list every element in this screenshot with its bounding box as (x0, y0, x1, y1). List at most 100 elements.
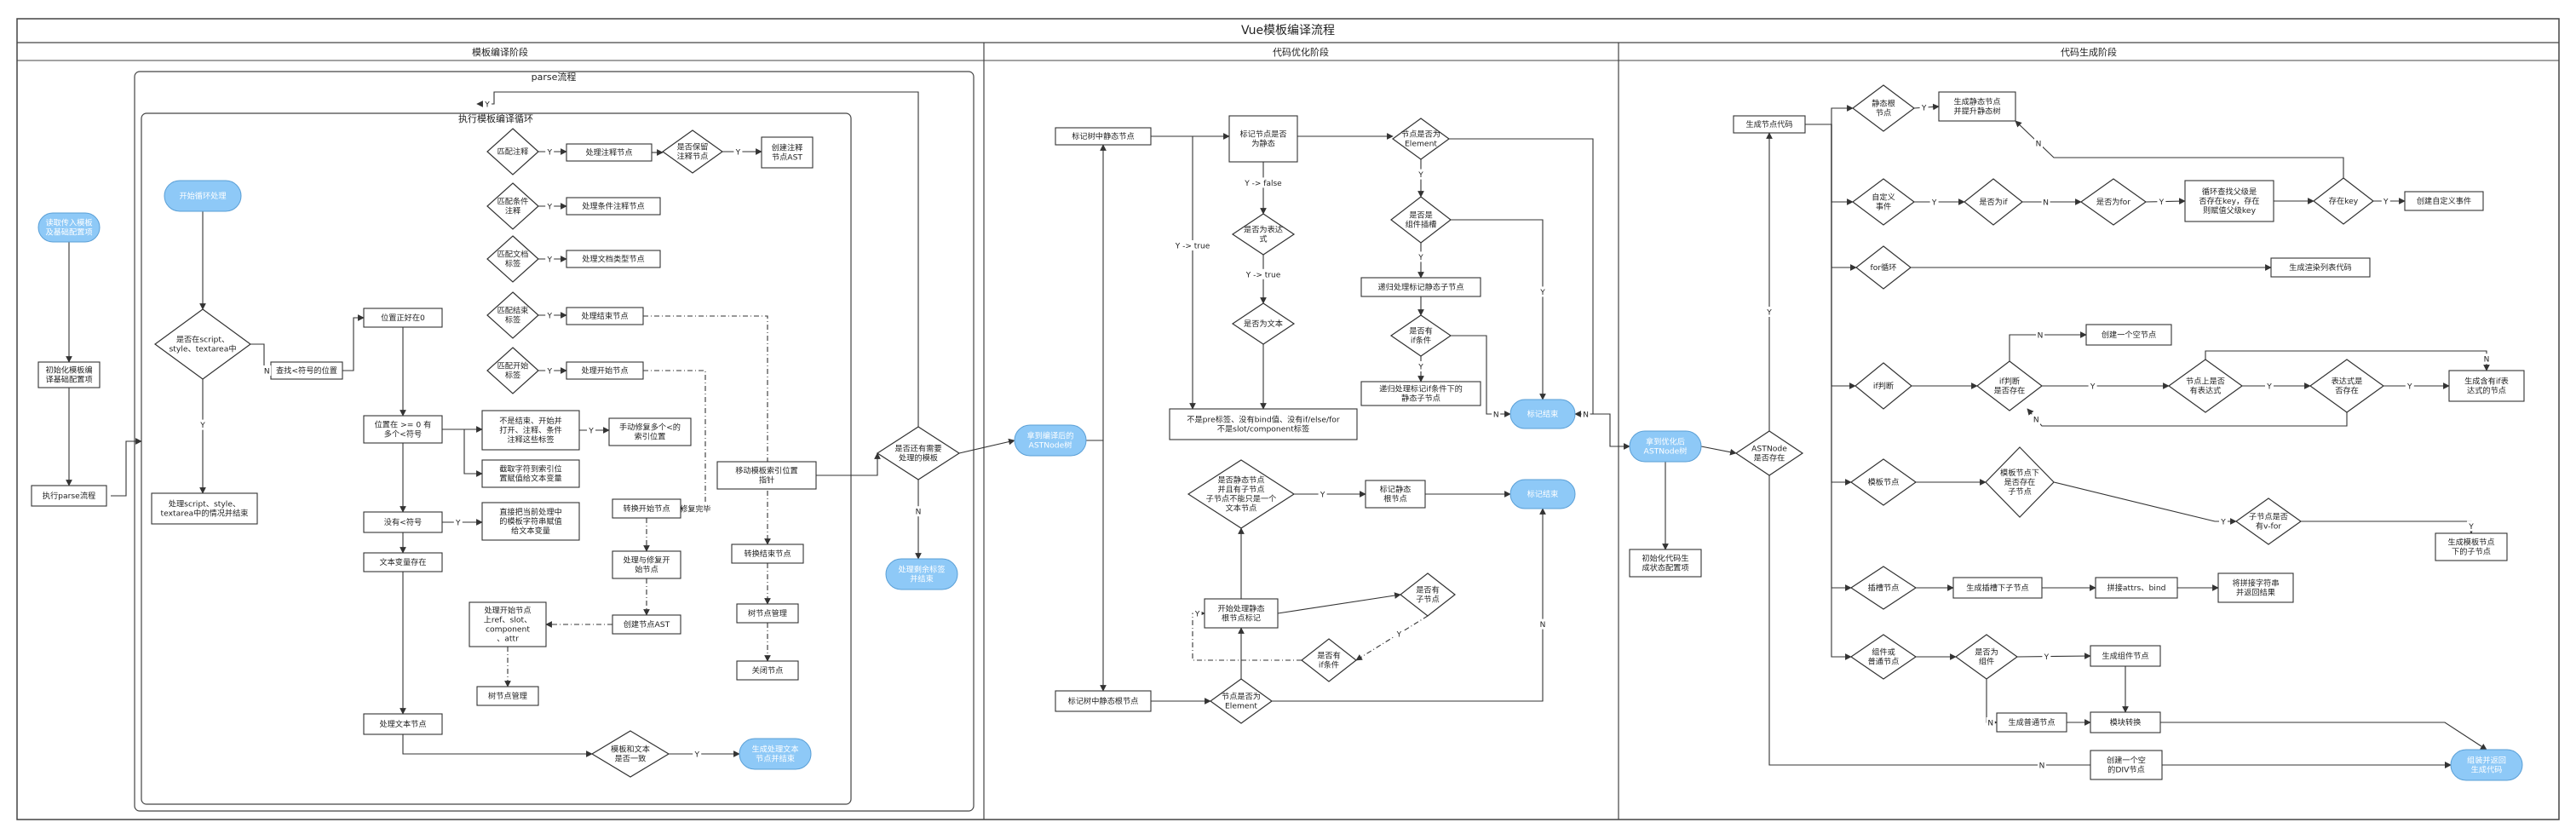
decision-shape (1985, 446, 2055, 518)
terminal-shape (1509, 479, 1576, 509)
node-process: 移动模板索引位置指针 (716, 461, 817, 490)
loop-group-label: 执行模板编译循环 (458, 112, 533, 124)
edge-label: N (2038, 332, 2044, 341)
edge-label: N (1540, 621, 1546, 630)
node-process: 处理文本节点 (363, 713, 443, 735)
edge-label: Y -> true (1245, 271, 1281, 279)
process-shape (363, 511, 443, 533)
edge-label-bg (914, 506, 923, 517)
edge-n65-n66 (1805, 105, 1854, 125)
node-label: 手动修复多个<的索引位置 (619, 423, 681, 442)
edge-label: N (1987, 720, 1993, 728)
decision-shape (1734, 430, 1804, 476)
terminal-shape (739, 738, 812, 770)
node-label: 拼接attrs、bind (2107, 583, 2165, 593)
node-decision: 子节点是否有v-for (2234, 498, 2303, 545)
node-process: 生成静态节点并提升静态树 (1938, 91, 2016, 122)
node-process: 转换结束节点 (731, 544, 804, 564)
process-shape (566, 197, 661, 216)
process-shape (481, 410, 580, 451)
edge-label: N (2484, 356, 2490, 365)
edge-label: N (2036, 140, 2042, 148)
node-label: 静态根节点 (1872, 99, 1895, 118)
process-shape (151, 492, 258, 525)
node-process: 标记树中静态根节点 (1055, 690, 1152, 712)
node-process: 创建一个空的DIV节点 (2090, 750, 2163, 780)
node-label: 生成渲染列表代码 (2289, 262, 2352, 273)
decision-shape (1391, 118, 1451, 160)
edge-label-bg (1929, 197, 1939, 207)
node-decision: 是否在script、style、textarea中 (153, 308, 252, 380)
edge-label-bg (2467, 521, 2475, 532)
node-label: 匹配注释 (497, 147, 529, 157)
process-shape (608, 417, 692, 446)
process-shape (2404, 191, 2484, 211)
node-label: 位置在 >= 0 有多个<符号 (375, 420, 432, 440)
node-process: 不是结束、开始并打开、注释、条件注释这些标签 (481, 410, 580, 451)
node-label: 不是结束、开始并打开、注释、条件注释这些标签 (499, 416, 562, 445)
terminal-shape (1014, 424, 1087, 457)
decision-shape (486, 347, 539, 394)
process-shape (566, 250, 661, 268)
edge-label-bg (2219, 516, 2228, 526)
decision-shape (2313, 177, 2374, 225)
node-process: 创建自定义事件 (2404, 191, 2484, 211)
node-label: 匹配文档标签 (497, 250, 529, 269)
decision-shape (1964, 178, 2023, 226)
node-process: 生成节点代码 (1733, 115, 1806, 134)
node-process: 生成渲染列表代码 (2270, 257, 2371, 278)
decision-shape (1231, 302, 1296, 345)
node-label: 自定义事件 (1872, 193, 1895, 212)
node-terminal: 生成处理文本节点并结束 (739, 738, 812, 770)
edge-n78-n77 (2009, 331, 2087, 361)
edge-label-bg (2042, 651, 2051, 662)
edge-label-bg (545, 201, 555, 211)
node-terminal: 标记结束 (1509, 399, 1576, 429)
terminal-shape (37, 212, 101, 243)
edge-label: Y (1417, 364, 1423, 372)
node-decision: 自定义事件 (1852, 178, 1915, 226)
process-shape (1629, 549, 1702, 578)
process-shape (1055, 127, 1152, 146)
edge-label-bg (2381, 196, 2390, 206)
node-process: 截取字符到索引位置赋值给文本变量 (481, 459, 580, 488)
terminal-shape (164, 180, 242, 212)
decision-shape (1389, 314, 1452, 357)
terminal-shape (885, 558, 958, 590)
decision-shape (486, 182, 539, 230)
node-process: 标记树中静态节点 (1055, 127, 1152, 146)
decision-shape (661, 129, 724, 174)
terminal-shape (1629, 430, 1702, 463)
node-process: 手动修复多个<的索引位置 (608, 417, 692, 446)
node-terminal: 处理剩余标签并结束 (885, 558, 958, 590)
node-label: 是否为文本 (1244, 319, 1283, 329)
node-process: 关闭节点 (736, 660, 799, 681)
loop-group-frame (141, 112, 852, 805)
node-decision: 模板和文本是否一致 (590, 730, 670, 778)
node-label: 存在key (2329, 196, 2359, 206)
node-process: 标记节点是否为静态 (1228, 115, 1298, 163)
edge-label: N (2043, 199, 2049, 208)
node-label: 插槽节点 (1868, 583, 1900, 593)
node-decision: 是否为表达式 (1231, 213, 1296, 256)
edge-label-bg (2265, 381, 2274, 391)
edge-label: Y (1539, 289, 1545, 297)
node-label: 是否为for (2096, 197, 2130, 207)
node-label: 匹配开始标签 (497, 361, 529, 381)
edge-n3-n4 (111, 438, 142, 497)
node-process: 标记静态根节点 (1365, 480, 1426, 509)
edge-n72-n67 (2015, 120, 2344, 178)
node-decision: 是否有子节点 (1400, 572, 1456, 617)
node-process: 生成插槽下子节点 (1952, 577, 2043, 599)
node-label: 没有<符号 (384, 517, 422, 527)
node-process: 执行parse流程 (31, 485, 107, 507)
edge-label: Y (546, 204, 552, 212)
node-process: 创建注释节点AST (761, 136, 814, 169)
edge-label: Y (546, 368, 552, 377)
edge-label-bg (1417, 361, 1425, 371)
process-shape (2090, 711, 2161, 733)
process-shape (2435, 532, 2508, 561)
